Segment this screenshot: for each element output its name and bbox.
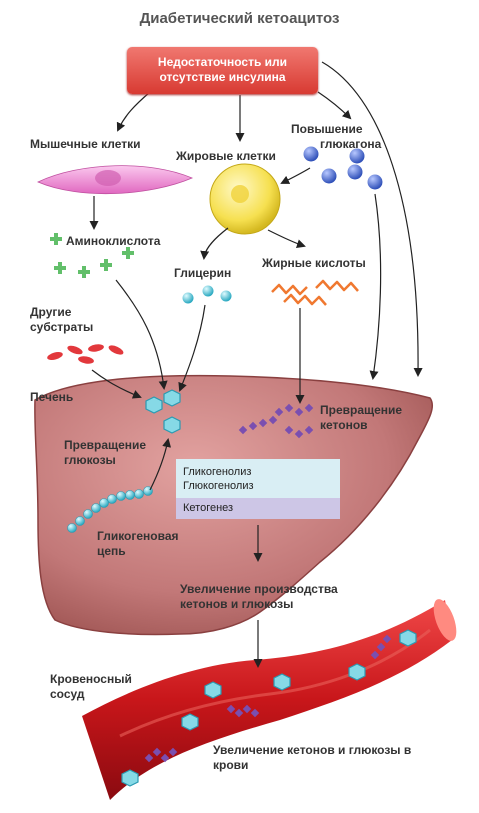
production-increase-label-line-2: кетонов и глюкозы [180, 597, 294, 611]
insulin-deficit-line-1: Недостаточность или [157, 55, 288, 69]
blood-glucose-molecules [121, 629, 417, 787]
glycogen-chain-label-line-1: Гликогеновая [97, 529, 179, 543]
muscle-cells-label: Мышечные клетки [30, 137, 141, 151]
glycogen-chain-label-line-2: цепь [97, 544, 126, 558]
other-substrates-label-line-1: Другие [30, 305, 72, 319]
ketone-conversion-label-line-2: кетонов [320, 418, 368, 432]
amino-acid-label: Аминоклислота [66, 234, 161, 248]
liver-glucose-molecules [145, 389, 181, 434]
process-glycogenolysis: Гликогенолиз [183, 466, 252, 478]
glucagon-label-line-1: Повышение [291, 122, 363, 136]
glucose-conversion-label-line-2: глюкозы [64, 453, 116, 467]
other-substrate-molecules [47, 344, 124, 364]
amino-acid-molecules [50, 233, 134, 278]
muscle-cell [37, 165, 194, 195]
diagram-title: Диабетический кетоацитоз [139, 10, 340, 27]
flow-arrows [89, 61, 423, 668]
fat-cell [209, 163, 281, 235]
production-increase-label-line-1: Увеличение производства [180, 582, 338, 596]
glucose-conversion-label-line-1: Превращение [64, 438, 147, 452]
glycerol-molecules [182, 285, 232, 304]
process-gluconeogenolysis: Глюкогенолиз [183, 480, 254, 492]
fat-cells-label: Жировые клетки [176, 149, 276, 163]
ketone-conversion-label-line-1: Превращение [320, 403, 403, 417]
liver-label: Печень [30, 390, 74, 404]
glucagon-molecules [303, 146, 383, 190]
insulin-deficit-box: Недостаточность или отсутствие инсулина [127, 47, 318, 94]
process-ketogenesis: Кетогенез [176, 498, 340, 519]
fatty-acid-molecules [271, 279, 359, 306]
glucagon-label-line-2: глюкагона [320, 137, 382, 151]
glycerol-label: Глицерин [174, 266, 232, 280]
other-substrates-label-line-2: субстраты [30, 320, 94, 334]
vessel-label-line-1: Кровеносный [50, 672, 132, 686]
liver-process-box: Гликогенолиз Глюкогенолиз Кетогенез [176, 459, 340, 519]
blood-increase-label-line-1: Увеличение кетонов и глюкозы в [213, 743, 412, 757]
liver-ketone-molecules [238, 403, 314, 439]
fatty-acids-label: Жирные кислоты [262, 256, 366, 270]
blood-increase-label-line-2: крови [213, 758, 249, 772]
insulin-deficit-line-2: отсутствие инсулина [159, 70, 286, 84]
vessel-label-line-2: сосуд [50, 687, 85, 701]
